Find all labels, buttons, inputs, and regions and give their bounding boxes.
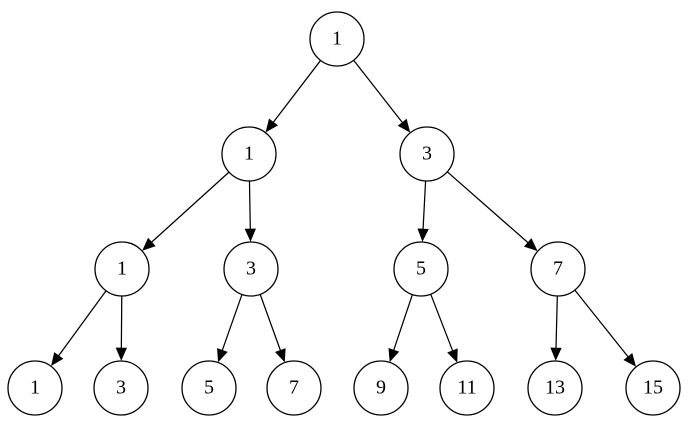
node-circle <box>221 126 277 182</box>
node-label: 11 <box>457 377 476 399</box>
tree-edge <box>417 180 429 242</box>
node-circle <box>181 360 237 416</box>
node-circle <box>93 360 149 416</box>
node-circle <box>353 360 409 416</box>
node-circle <box>309 11 365 67</box>
node-label: 7 <box>289 377 299 399</box>
node-label: 5 <box>204 377 214 399</box>
node-label: 3 <box>246 258 256 280</box>
node-circle <box>527 360 583 416</box>
node-circle <box>223 241 279 297</box>
tree-node[interactable]: 9 <box>353 360 409 416</box>
tree-node[interactable]: 3 <box>399 126 455 182</box>
tree-node[interactable]: 5 <box>181 360 237 416</box>
node-circle <box>393 241 449 297</box>
node-circle <box>7 360 63 416</box>
tree-node[interactable]: 13 <box>527 360 583 416</box>
node-label: 3 <box>116 377 126 399</box>
node-circle <box>530 241 586 297</box>
tree-edge <box>446 171 538 252</box>
tree-node[interactable]: 11 <box>439 360 495 416</box>
tree-node[interactable]: 3 <box>223 241 279 297</box>
tree-node[interactable]: 7 <box>266 360 322 416</box>
tree-edge <box>217 294 243 363</box>
node-label: 1 <box>117 258 127 280</box>
tree-edge <box>259 294 286 363</box>
tree-edge <box>265 60 322 133</box>
tree-edge <box>244 180 256 242</box>
tree-edge <box>115 295 127 361</box>
tree-node[interactable]: 1 <box>309 11 365 67</box>
tree-edge <box>51 290 107 367</box>
node-label: 1 <box>244 143 254 165</box>
node-label: 13 <box>545 377 565 399</box>
node-label: 7 <box>553 258 563 280</box>
tree-node[interactable]: 15 <box>625 360 681 416</box>
tree-node[interactable]: 5 <box>393 241 449 297</box>
tree-edge <box>430 293 458 363</box>
tree-node[interactable]: 1 <box>94 241 150 297</box>
tree-node[interactable]: 1 <box>7 360 63 416</box>
node-circle <box>439 360 495 416</box>
tree-edge <box>550 295 562 361</box>
tree-edge <box>353 59 411 133</box>
tree-edge <box>388 294 413 363</box>
node-label: 5 <box>416 258 426 280</box>
node-circle <box>399 126 455 182</box>
tree-edge <box>574 289 637 367</box>
edges-layer <box>51 59 637 367</box>
node-label: 1 <box>332 28 342 50</box>
tree-node[interactable]: 1 <box>221 126 277 182</box>
node-label: 15 <box>643 377 663 399</box>
tree-node[interactable]: 3 <box>93 360 149 416</box>
tree-node[interactable]: 7 <box>530 241 586 297</box>
node-label: 3 <box>422 143 432 165</box>
node-circle <box>266 360 322 416</box>
tree-edge <box>142 171 230 251</box>
node-label: 1 <box>30 377 40 399</box>
node-circle <box>625 360 681 416</box>
node-label: 9 <box>376 377 386 399</box>
node-circle <box>94 241 150 297</box>
